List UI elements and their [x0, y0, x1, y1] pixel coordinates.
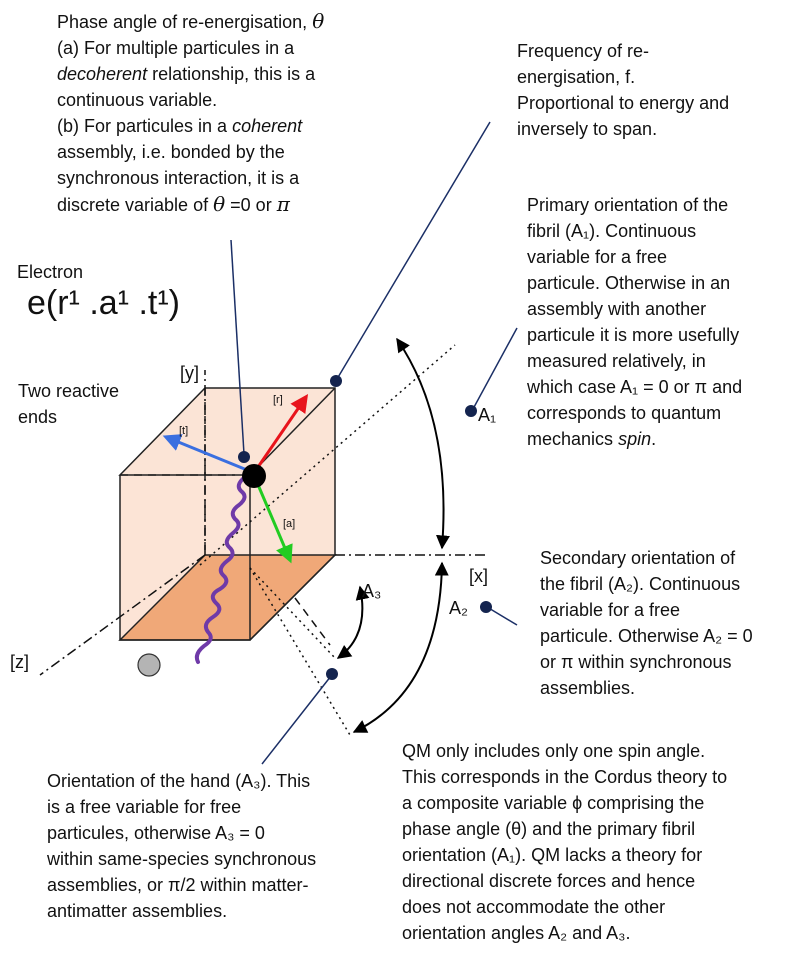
hand-leader-line [261, 675, 332, 765]
fibril-wave [194, 475, 247, 664]
phase-b-line-3: synchronous interaction, it is a [57, 168, 300, 188]
qm-line: QM only includes only one spin angle. [402, 741, 706, 761]
arrow-r [254, 394, 309, 471]
reactive-ends-text: Two reactive ends [18, 378, 119, 430]
particle-black [242, 464, 266, 488]
cube-top-face [120, 388, 335, 475]
phase-a-line-2: relationship, this is a [152, 64, 316, 84]
angle-a2-arc [352, 561, 449, 733]
phase-angle-text: Phase angle of re-energisation, θ (a) Fo… [57, 8, 324, 218]
phase-a-italic: decoherent [57, 64, 148, 84]
secondary-line: particule. Otherwise A₂ = 0 [540, 626, 753, 646]
frequency-line: Frequency of re- [517, 41, 650, 61]
primary-leader-line [472, 327, 518, 410]
a-vector-label: [a] [283, 518, 296, 530]
phase-b-last-prefix: discrete variable of [57, 195, 209, 215]
phase-b-line-1-prefix: (b) For particules in a [57, 116, 228, 136]
secondary-line: the fibril (A₂). Continuous [540, 574, 741, 594]
primary-line: variable for a free [527, 247, 668, 267]
a1-angle-label: A₁ [478, 405, 497, 425]
secondary-line: Secondary orientation of [540, 548, 736, 568]
hand-line: particules, otherwise A₃ = 0 [47, 823, 265, 843]
reactive-ends-line: Two reactive [18, 381, 120, 401]
qm-text: QM only includes only one spin angle. Th… [402, 738, 727, 946]
hand-projection-line [249, 567, 336, 659]
qm-line: orientation (A₁). QM lacks a theory for [402, 845, 703, 865]
primary-line: particule it is more usefully [527, 325, 740, 345]
primary-line: which case A₁ = 0 or π and [527, 377, 743, 397]
qm-line: This corresponds in the Cordus theory to [402, 767, 728, 787]
hand-line: within same-species synchronous [47, 849, 317, 869]
primary-line: assembly with another [527, 299, 707, 319]
qm-line: does not accommodate the other [402, 897, 666, 917]
phase-b-line-2: assembly, i.e. bonded by the [57, 142, 285, 162]
cube [118, 387, 337, 641]
secondary-line: or π within synchronous [540, 652, 732, 672]
secondary-leader-dot [480, 601, 492, 613]
t-vector-label: [t] [179, 425, 189, 437]
arrow-a [254, 479, 293, 564]
z-axis [39, 554, 206, 676]
primary-line: measured relatively, in [527, 351, 706, 371]
a2-angle-label: A₂ [449, 598, 468, 618]
qm-line: orientation angles A₂ and A₃. [402, 923, 631, 943]
qm-line: phase angle (θ) and the primary fibril [402, 819, 696, 839]
a3-angle-label: A₃ [362, 581, 382, 601]
frequency-leader-dot [330, 375, 342, 387]
x-axis-label: [x] [469, 566, 489, 586]
frequency-line: energisation, f. [517, 67, 636, 87]
secondary-line: assemblies. [540, 678, 636, 698]
angle-a3-arc [336, 585, 370, 659]
hand-line: assemblies, or π/2 within matter- [47, 875, 309, 895]
particle-gray [137, 653, 161, 677]
electron-label: Electron [17, 262, 84, 282]
secondary-line: variable for a free [540, 600, 681, 620]
hand-dashed-line [294, 597, 331, 646]
angle-a1-arc [396, 337, 450, 550]
hand-leader-dot [326, 668, 338, 680]
primary-last-suffix: . [651, 429, 657, 449]
frequency-line: inversely to span. [517, 119, 658, 139]
r-vector-label: [r] [273, 394, 283, 406]
primary-line: corresponds to quantum [527, 403, 722, 423]
frequency-text: Frequency of re- energisation, f. Propor… [517, 38, 729, 142]
frequency-line: Proportional to energy and [517, 93, 730, 113]
primary-orientation-text: Primary orientation of the fibril (A₁). … [527, 192, 742, 452]
phase-b-pi: π [276, 192, 290, 216]
primary-line: Primary orientation of the [527, 195, 729, 215]
phase-a-line-3: continuous variable. [57, 90, 218, 110]
hand-orientation-text: Orientation of the hand (A₃). This is a … [47, 768, 316, 924]
phase-b-last-mid: =0 or [230, 195, 272, 215]
qm-line: a composite variable ϕ comprising the [402, 793, 705, 813]
fibril-projection-line [249, 567, 351, 736]
phase-b-italic: coherent [232, 116, 303, 136]
phase-leader-line [230, 239, 245, 455]
phase-title: Phase angle of re-energisation, [57, 12, 308, 32]
reactive-ends-line: ends [18, 407, 58, 427]
primary-line: fibril (A₁). Continuous [527, 221, 697, 241]
phase-b-theta: θ [213, 192, 226, 216]
hand-line: antimatter assemblies. [47, 901, 228, 921]
phase-a-line-1: (a) For multiple particules in a [57, 38, 295, 58]
primary-line: particule. Otherwise in an [527, 273, 731, 293]
z-axis-label: [z] [10, 652, 30, 672]
phase-leader-dot [238, 451, 250, 463]
primary-last-prefix: mechanics [527, 429, 614, 449]
electron-formula: e(r¹ .a¹ .t¹) [27, 284, 180, 322]
primary-direction-line [199, 344, 456, 566]
arrow-t [162, 434, 248, 472]
theta-symbol: θ [312, 9, 325, 33]
hand-line: Orientation of the hand (A₃). This [47, 771, 311, 791]
secondary-leader-line [486, 606, 518, 626]
hand-line: is a free variable for free [47, 797, 242, 817]
primary-leader-dot [465, 405, 477, 417]
primary-spin-italic: spin [618, 429, 652, 449]
qm-line: directional discrete forces and hence [402, 871, 696, 891]
y-axis-label: [y] [180, 363, 200, 383]
secondary-orientation-text: Secondary orientation of the fibril (A₂)… [540, 545, 753, 701]
frequency-leader-line [336, 121, 491, 380]
